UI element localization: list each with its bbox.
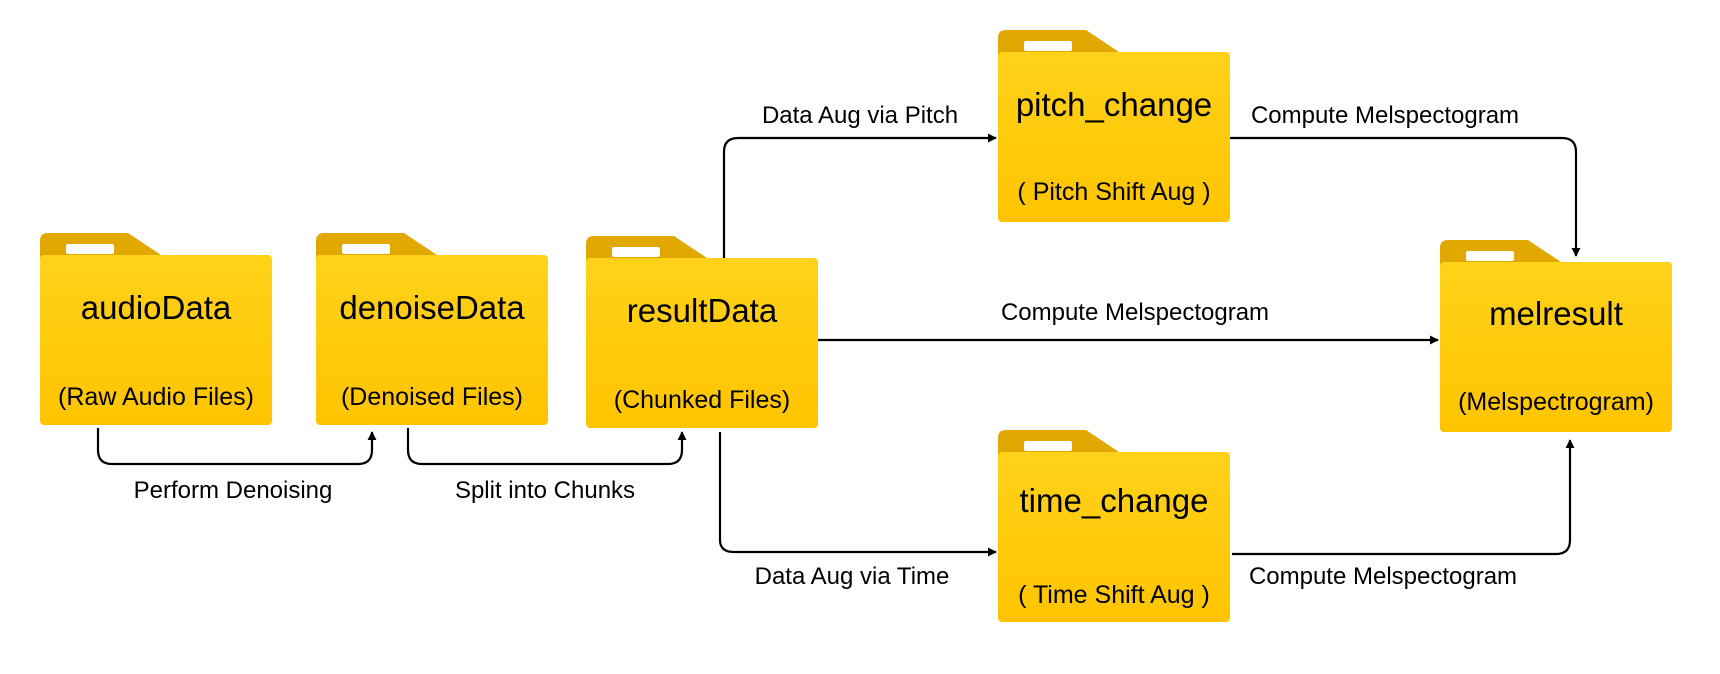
tab-slot	[1024, 41, 1072, 51]
tab-slot	[66, 244, 114, 254]
folder-pitch_change[interactable]: pitch_change ( Pitch Shift Aug )	[998, 30, 1230, 222]
edges	[96, 133, 1581, 557]
folder-denoiseData[interactable]: denoiseData (Denoised Files)	[316, 233, 548, 425]
folder-melresult[interactable]: melresult (Melspectrogram)	[1440, 240, 1672, 432]
edge-label-chunks: Split into Chunks	[455, 477, 635, 504]
folder-name: melresult	[1489, 295, 1623, 332]
folder-name: pitch_change	[1016, 86, 1212, 123]
edge-label-mel-pitch: Compute Melspectogram	[1251, 102, 1519, 129]
folder-body	[40, 255, 272, 425]
edge-label-aug-pitch: Data Aug via Pitch	[762, 102, 958, 129]
folder-subtitle: ( Pitch Shift Aug )	[1017, 178, 1210, 206]
folder-subtitle: ( Time Shift Aug )	[1018, 581, 1210, 609]
folder-body	[586, 258, 818, 428]
tab-slot	[342, 244, 390, 254]
edge-time-to-mel	[1232, 439, 1575, 556]
folder-body	[316, 255, 548, 425]
folder-subtitle: (Chunked Files)	[614, 386, 790, 414]
tab-slot	[612, 247, 660, 257]
edge-result-to-time	[718, 432, 997, 557]
folder-subtitle: (Raw Audio Files)	[58, 383, 254, 411]
folder-subtitle: (Melspectrogram)	[1458, 388, 1654, 416]
folder-body	[998, 52, 1230, 222]
folder-name: audioData	[81, 289, 232, 326]
tab-slot	[1466, 251, 1514, 261]
edge-audio-to-denoise	[96, 428, 377, 466]
tab-slot	[1024, 441, 1072, 451]
edge-labels: Perform Denoising Split into Chunks Data…	[134, 102, 1519, 590]
folder-body	[1440, 262, 1672, 432]
edge-denoise-to-result	[406, 428, 687, 466]
folder-name: time_change	[1020, 482, 1209, 519]
edge-label-aug-time: Data Aug via Time	[755, 563, 950, 590]
edge-label-mel-time: Compute Melspectogram	[1249, 563, 1517, 590]
folder-time_change[interactable]: time_change ( Time Shift Aug )	[998, 430, 1230, 622]
edge-result-to-pitch	[722, 133, 997, 258]
edge-label-mel-direct: Compute Melspectogram	[1001, 299, 1269, 326]
folder-body	[998, 452, 1230, 622]
folder-subtitle: (Denoised Files)	[341, 383, 523, 411]
folder-audioData[interactable]: audioData (Raw Audio Files)	[40, 233, 272, 425]
edge-label-denoising: Perform Denoising	[134, 477, 333, 504]
edge-pitch-to-mel	[1230, 136, 1581, 257]
folder-name: resultData	[627, 292, 778, 329]
folder-resultData[interactable]: resultData (Chunked Files)	[586, 236, 818, 428]
folder-name: denoiseData	[339, 289, 525, 326]
